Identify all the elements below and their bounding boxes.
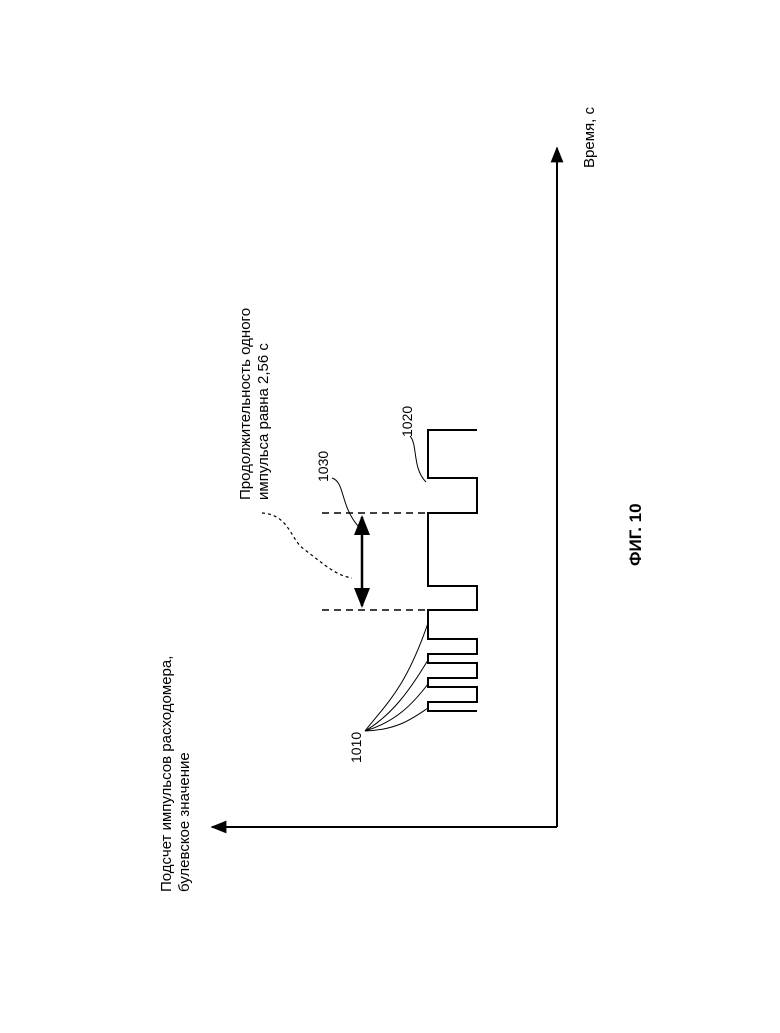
x-axis-label: Время, с — [581, 107, 598, 168]
ref-1020: 1020 — [399, 406, 415, 437]
leader-1030 — [332, 478, 358, 526]
annotation-line-1: Продолжительность одного — [237, 308, 254, 500]
annotation-pointer — [262, 513, 352, 578]
annotation-line-2: импульса равна 2,56 с — [255, 343, 272, 500]
y-axis-label-line-2: булевское значение — [176, 752, 193, 892]
ref-1030: 1030 — [315, 451, 331, 482]
leaders-1010 — [365, 623, 428, 731]
pulse-waveform — [428, 430, 477, 711]
ref-1010: 1010 — [348, 732, 364, 763]
figure-label: ФИГ. 10 — [626, 503, 645, 566]
y-axis-label-line-1: Подсчет импульсов расходомера, — [158, 656, 175, 892]
leader-1020 — [410, 436, 426, 482]
pulse-duration-marker — [322, 513, 428, 610]
